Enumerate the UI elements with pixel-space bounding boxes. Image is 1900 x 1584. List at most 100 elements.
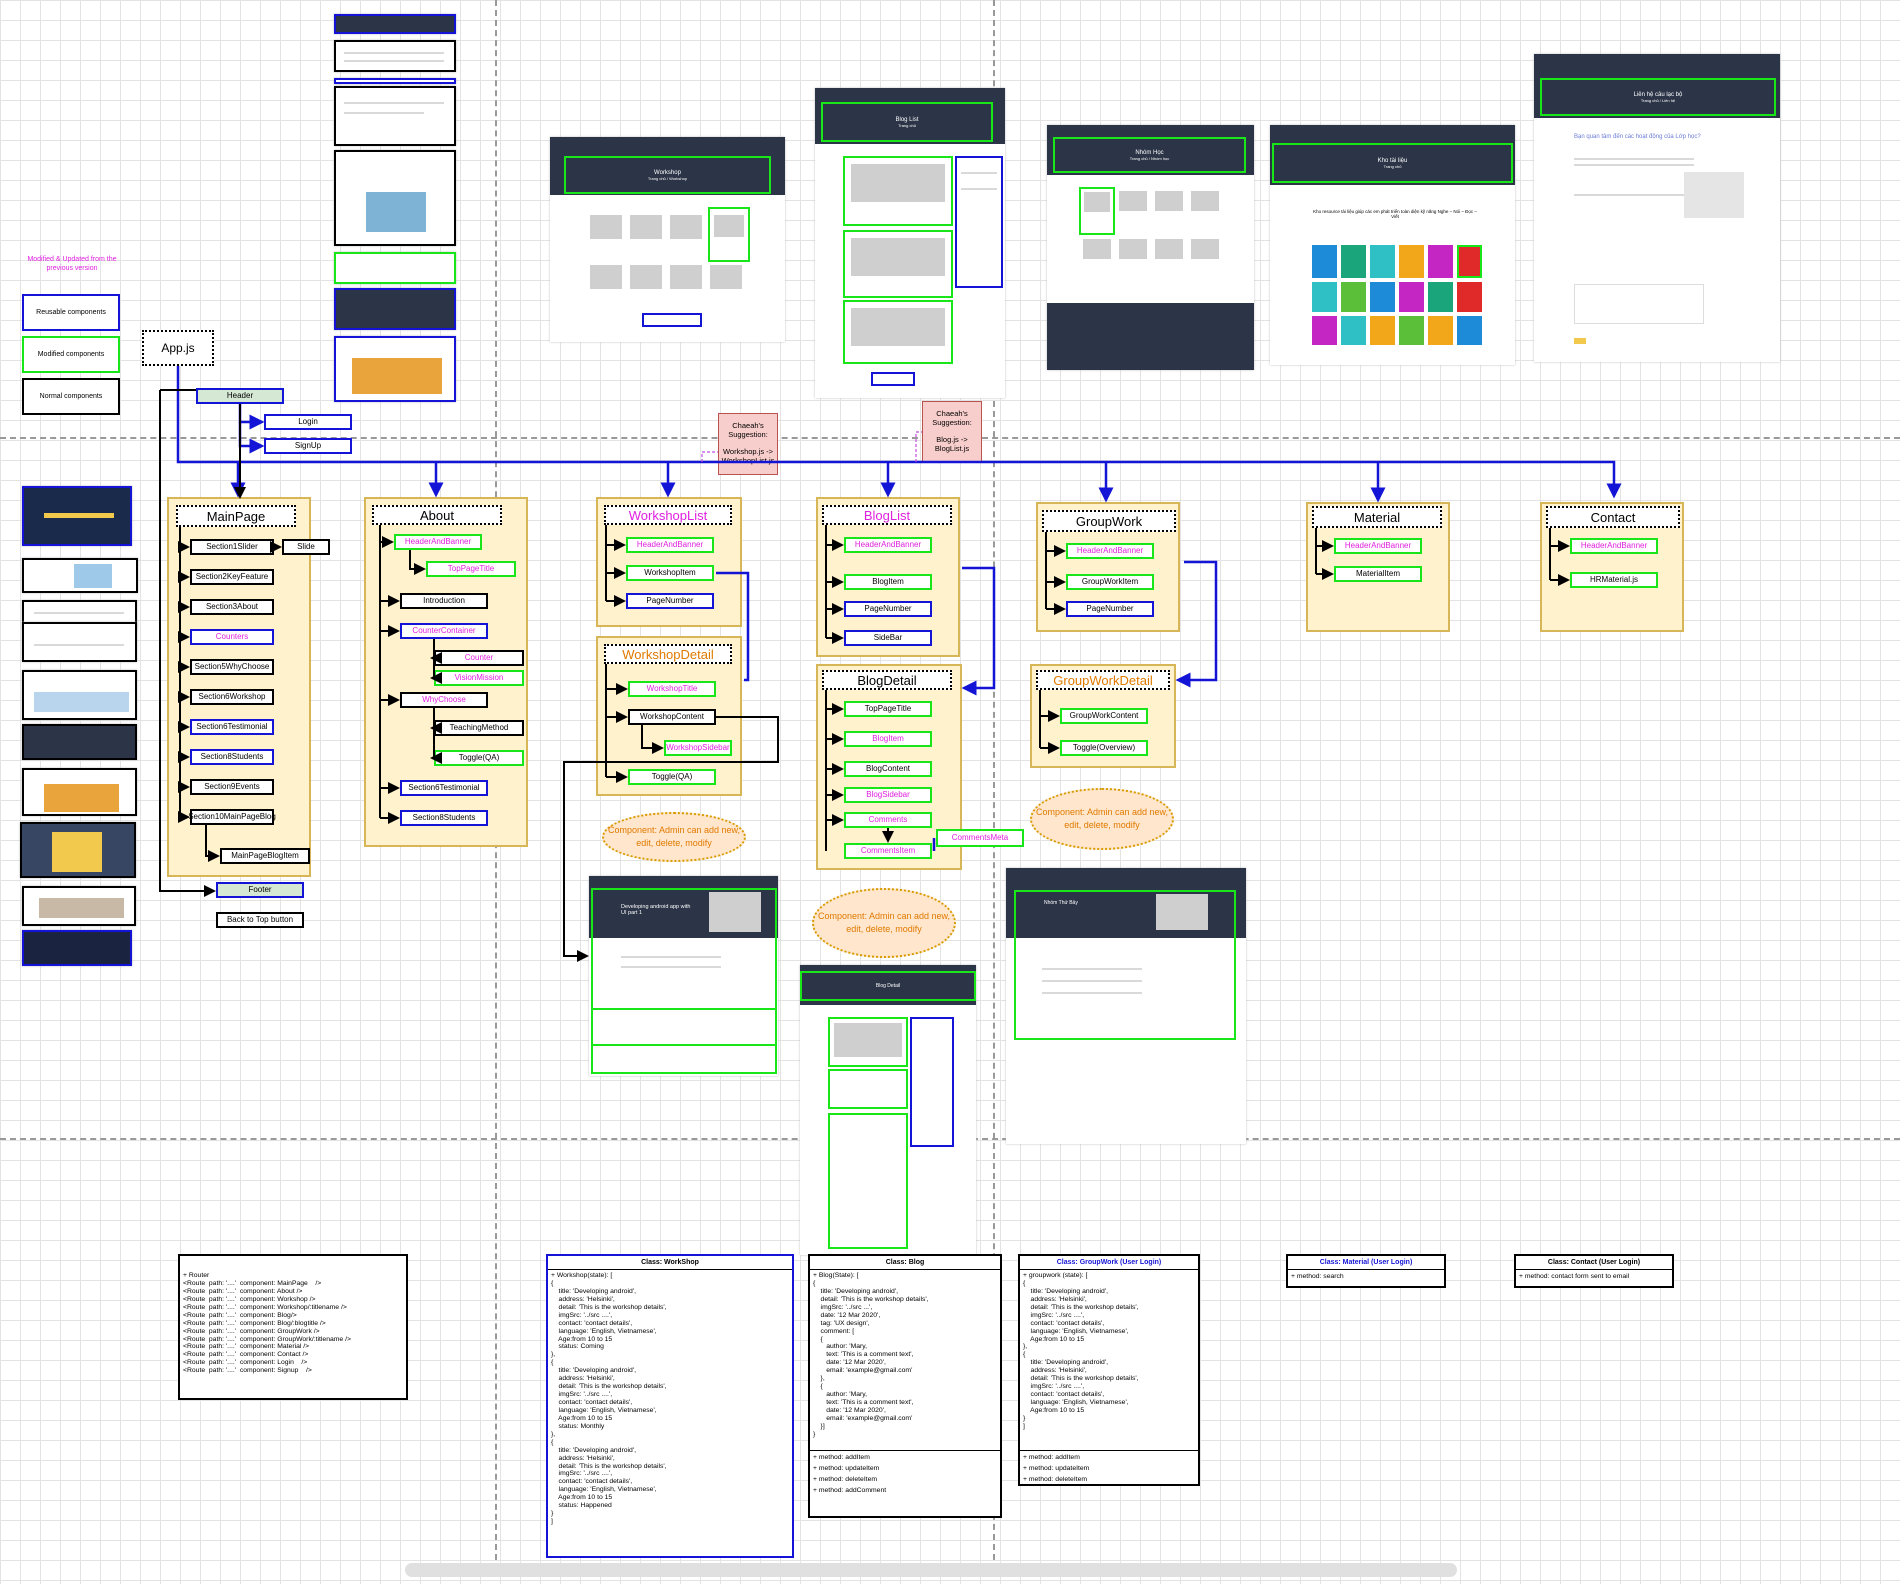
groupwork-admin-note: Component: Admin can add new, edit, dele…	[1030, 788, 1174, 850]
legend-modified: Modified components	[22, 336, 120, 373]
router-line: <Route path: '....' component: Workshop/…	[183, 1303, 347, 1311]
wl-pagenumber[interactable]: PageNumber	[626, 593, 714, 609]
about-whychoose[interactable]: WhyChoose	[400, 692, 488, 708]
router-line: <Route path: '....' component: Contact /…	[183, 1351, 309, 1359]
wl-headerandbanner[interactable]: HeaderAndBanner	[626, 537, 714, 553]
mat-materialitem[interactable]: MaterialItem	[1334, 566, 1422, 582]
mp-section9events[interactable]: Section9Events	[190, 779, 274, 795]
mp-section5whychoose[interactable]: Section5WhyChoose	[190, 659, 274, 675]
mp-section10mainpageblog[interactable]: Section10MainPageBlog	[188, 809, 276, 825]
wl-workshopitem[interactable]: WorkshopItem	[626, 565, 714, 581]
wd-workshopsidebar[interactable]: WorkshopSidebar	[664, 740, 732, 756]
gwd-groupworkcontent[interactable]: GroupWorkContent	[1060, 708, 1148, 724]
router-box: + Router<Route path: '....' component: M…	[178, 1254, 408, 1400]
gw-headerandbanner[interactable]: HeaderAndBanner	[1066, 543, 1154, 559]
gw-groupworkitem[interactable]: GroupWorkItem	[1066, 574, 1154, 590]
router-line: <Route path: '....' component: GroupWork…	[183, 1335, 351, 1343]
mp-section1slider[interactable]: Section1Slider	[190, 539, 274, 555]
signup-component[interactable]: SignUp	[264, 438, 352, 454]
horizontal-scrollbar[interactable]	[405, 1563, 1457, 1577]
bl-sidebar[interactable]: SideBar	[844, 630, 932, 646]
mp-section6workshop[interactable]: Section6Workshop	[190, 689, 274, 705]
thumb-students	[20, 822, 136, 878]
page-separator	[993, 0, 995, 1560]
about-visionmission[interactable]: VisionMission	[434, 670, 524, 686]
thumb-about-counter	[334, 78, 456, 84]
bd-comments[interactable]: Comments	[844, 812, 932, 828]
ct-headerandbanner[interactable]: HeaderAndBanner	[1570, 538, 1658, 554]
router-line: + Router	[183, 1272, 210, 1279]
thumb-about-vision	[334, 86, 456, 146]
thumb-workshop	[22, 724, 137, 760]
wd-toggle-qa[interactable]: Toggle(QA)	[628, 769, 716, 785]
app-root[interactable]: App.js	[142, 330, 214, 366]
footer-component[interactable]: Footer	[216, 882, 304, 898]
wd-workshopcontent[interactable]: WorkshopContent	[628, 709, 716, 725]
back-to-top-component[interactable]: Back to Top button	[216, 912, 304, 928]
about-headerandbanner[interactable]: HeaderAndBanner	[394, 534, 482, 550]
screen-blogdetail: Blog Detail	[800, 965, 976, 1255]
class-groupwork: Class: GroupWork (User Login) + groupwor…	[1018, 1254, 1200, 1486]
legend-note: Modified & Updated from the previous ver…	[27, 256, 117, 273]
router-line: <Route path: '....' component: Signup />	[183, 1367, 312, 1375]
workshopdetail-title: WorkshopDetail	[604, 644, 732, 664]
mp-slide[interactable]: Slide	[282, 539, 330, 555]
material-title: Material	[1312, 506, 1442, 528]
router-line: <Route path: '....' component: Blog/:blo…	[183, 1319, 326, 1327]
mp-section3about[interactable]: Section3About	[190, 599, 274, 615]
about-section6testimonial[interactable]: Section6Testimonial	[400, 780, 488, 796]
bd-blogitem[interactable]: BlogItem	[844, 731, 932, 747]
mp-section6testimonial[interactable]: Section6Testimonial	[190, 719, 274, 735]
login-component[interactable]: Login	[264, 414, 352, 430]
mp-section2keyfeature[interactable]: Section2KeyFeature	[190, 569, 274, 585]
screen-workshopdetail: Developing android app with UI part 1	[589, 876, 778, 1076]
router-line: <Route path: '....' component: Material …	[183, 1343, 310, 1351]
header-component[interactable]: Header	[196, 388, 284, 404]
gw-pagenumber[interactable]: PageNumber	[1066, 601, 1154, 617]
mat-headerandbanner[interactable]: HeaderAndBanner	[1334, 538, 1422, 554]
bl-pagenumber[interactable]: PageNumber	[844, 601, 932, 617]
about-countercontainer[interactable]: CounterContainer	[400, 623, 488, 639]
router-line: <Route path: '....' component: Login />	[183, 1359, 308, 1367]
router-line: <Route path: '....' component: MainPage …	[183, 1279, 322, 1287]
bd-blogcontent[interactable]: BlogContent	[844, 761, 932, 777]
mainpage-title: MainPage	[176, 505, 296, 527]
mp-mainpageblogitem[interactable]: MainPageBlogItem	[220, 848, 310, 864]
bl-blogitem[interactable]: BlogItem	[844, 574, 932, 590]
mp-section8students[interactable]: Section8Students	[190, 749, 274, 765]
thumb-about-testimonial	[334, 288, 456, 330]
blogdetail-title: BlogDetail	[822, 670, 952, 690]
about-teachingmethod[interactable]: TeachingMethod	[434, 720, 524, 736]
about-section8students[interactable]: Section8Students	[400, 810, 488, 826]
thumb-about-students	[334, 336, 456, 402]
thumb-about-intro	[334, 40, 456, 72]
thumb-about-teaching	[334, 150, 456, 246]
thumb-about-header	[334, 14, 456, 34]
about-counter[interactable]: Counter	[434, 650, 524, 666]
groupwork-methods: + method: addItem+ method: updateItem+ m…	[1020, 1450, 1198, 1488]
about-title: About	[372, 505, 502, 525]
ct-hrmaterial[interactable]: HRMaterial.js	[1570, 572, 1658, 588]
bd-commentsmeta[interactable]: CommentsMeta	[936, 829, 1024, 847]
wd-workshoptitle[interactable]: WorkshopTitle	[628, 681, 716, 697]
bd-blogsidebar[interactable]: BlogSidebar	[844, 787, 932, 803]
thumb-footer	[22, 930, 132, 966]
bd-toppagetitle[interactable]: TopPageTitle	[844, 701, 932, 717]
about-toppagetitle[interactable]: TopPageTitle	[426, 561, 516, 577]
router-line: <Route path: '....' component: About />	[183, 1287, 303, 1295]
class-blog: Class: Blog + Blog(State): [ { title: 'D…	[808, 1254, 1002, 1518]
mp-counters[interactable]: Counters	[190, 629, 274, 645]
about-introduction[interactable]: Introduction	[400, 593, 488, 609]
groupwork-title: GroupWork	[1042, 510, 1176, 532]
blog-admin-note: Component: Admin can add new, edit, dele…	[812, 888, 956, 958]
blog-methods: + method: addItem+ method: updateItem+ m…	[810, 1450, 1000, 1499]
thumb-counters	[22, 622, 137, 662]
bl-headerandbanner[interactable]: HeaderAndBanner	[844, 537, 932, 553]
router-line: <Route path: '....' component: GroupWork…	[183, 1327, 320, 1335]
bd-commentsitem[interactable]: CommentsItem	[844, 843, 932, 859]
about-toggle-qa[interactable]: Toggle(QA)	[434, 750, 524, 766]
gwd-toggle-overview[interactable]: Toggle(Overview)	[1060, 740, 1148, 756]
